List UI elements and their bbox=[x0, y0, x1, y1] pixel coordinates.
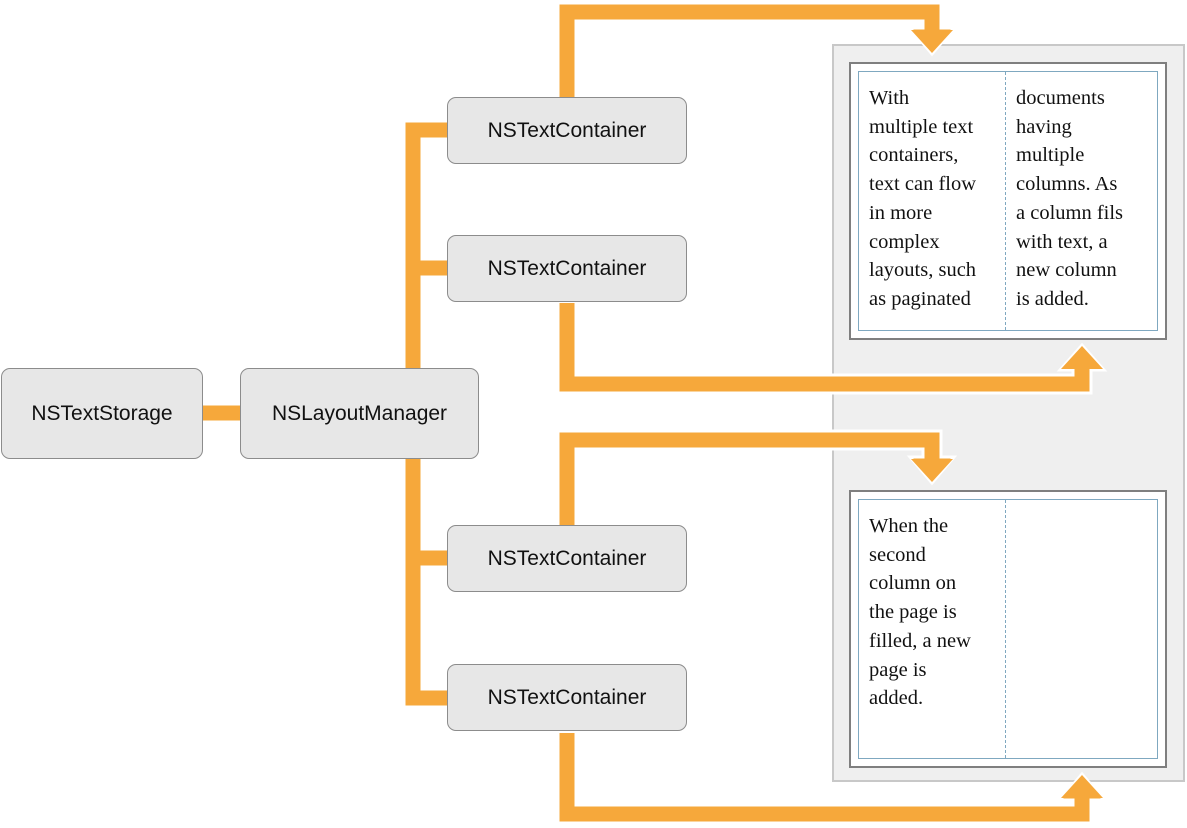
text-storage-node: NSTextStorage bbox=[1, 368, 203, 459]
text-container-node-4: NSTextContainer bbox=[447, 664, 687, 731]
flow-arrow-3 bbox=[556, 429, 958, 525]
layout-manager-node: NSLayoutManager bbox=[240, 368, 479, 459]
layout-manager-label: NSLayoutManager bbox=[271, 401, 448, 425]
page-1-text-area: With multiple text containers, text can … bbox=[858, 71, 1158, 331]
page-2: When the second column on the page is fi… bbox=[849, 490, 1167, 768]
text-storage-label: NSTextStorage bbox=[31, 401, 173, 425]
page-2-text-area: When the second column on the page is fi… bbox=[858, 499, 1158, 759]
layout-trunk bbox=[405, 122, 448, 706]
column-divider bbox=[1005, 500, 1006, 758]
flow-arrow-2 bbox=[556, 303, 1108, 395]
text-container-node-2: NSTextContainer bbox=[447, 235, 687, 302]
text-container-node-3: NSTextContainer bbox=[447, 525, 687, 592]
trunk-lower-line bbox=[405, 458, 448, 706]
flow-arrow-4 bbox=[556, 733, 1108, 825]
page-1: With multiple text containers, text can … bbox=[849, 62, 1167, 340]
page-1-left-column-text: With multiple text containers, text can … bbox=[869, 87, 977, 310]
text-container-label: NSTextContainer bbox=[487, 685, 647, 709]
text-container-label: NSTextContainer bbox=[487, 546, 647, 570]
page-1-right-column-text: documents having multiple columns. As a … bbox=[1016, 87, 1124, 310]
page-2-left-column-text: When the second column on the page is fi… bbox=[869, 515, 971, 710]
text-container-label: NSTextContainer bbox=[487, 118, 647, 142]
text-container-label: NSTextContainer bbox=[487, 256, 647, 280]
flow-arrow-1 bbox=[556, 1, 958, 98]
text-container-node-1: NSTextContainer bbox=[447, 97, 687, 164]
trunk-upper-line bbox=[405, 122, 448, 370]
column-divider bbox=[1005, 72, 1006, 330]
